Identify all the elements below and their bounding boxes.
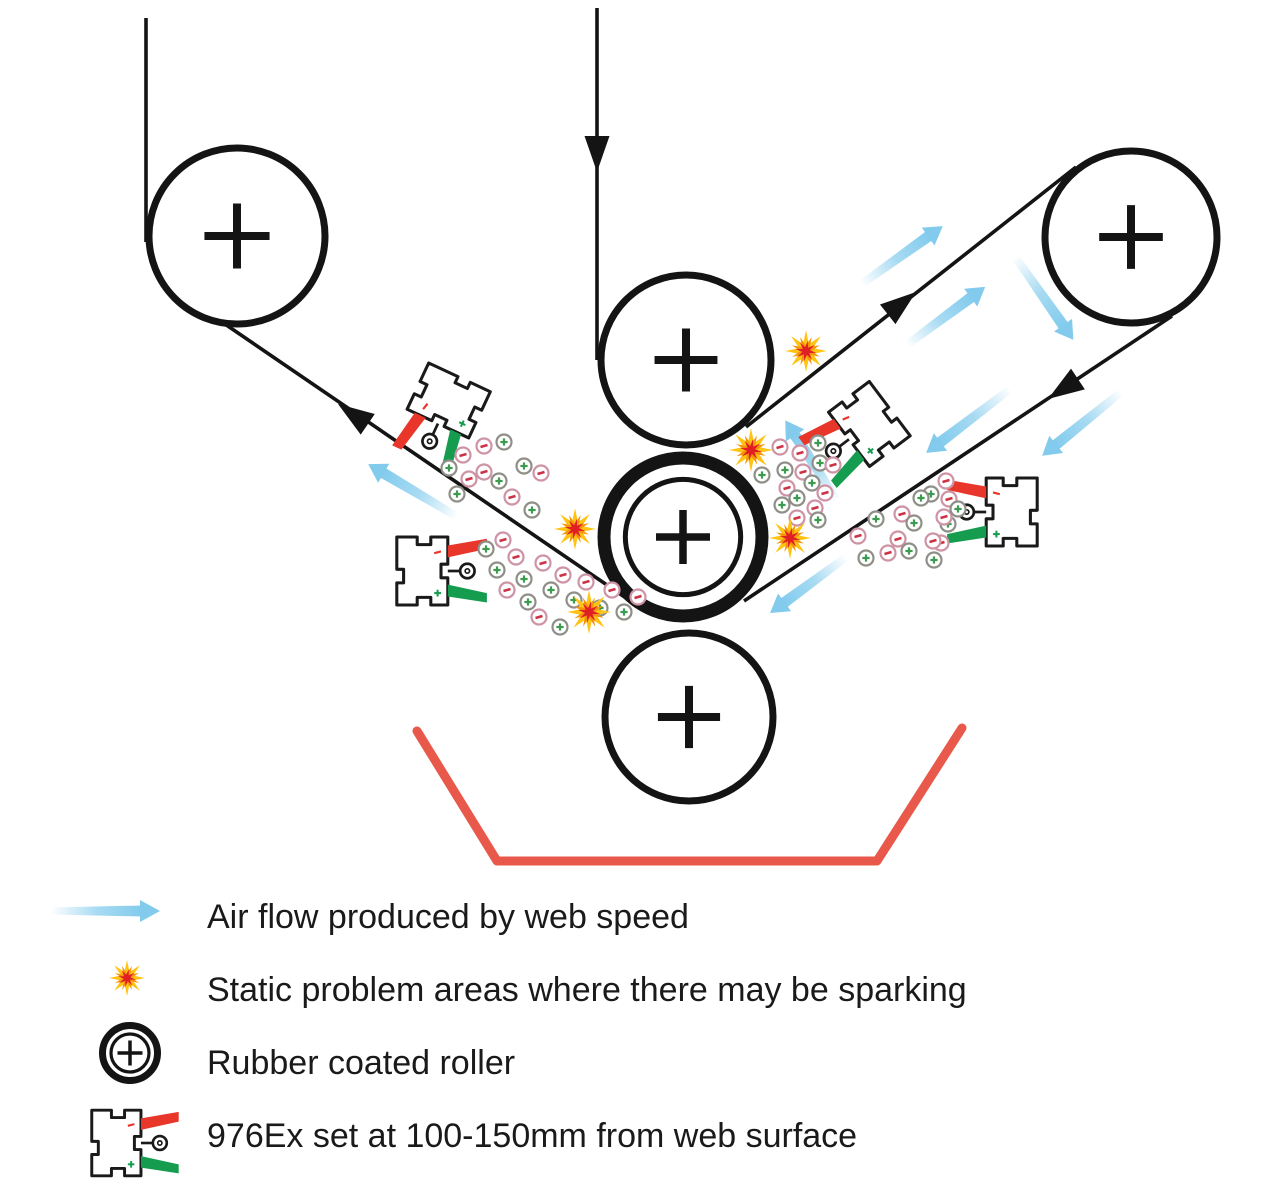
roller <box>601 629 777 805</box>
air-flow-arrow <box>1012 255 1074 340</box>
air-flow-arrow <box>926 386 1012 453</box>
legend-label-spark: Static problem areas where there may be … <box>207 970 967 1009</box>
rubber-coated-roller <box>597 451 769 623</box>
air-flow-arrow <box>1042 389 1123 456</box>
legend-label-airflow: Air flow produced by web speed <box>207 897 689 936</box>
legend-row-roller: Rubber coated roller <box>207 1041 515 1085</box>
976ex-static-eliminator <box>389 361 492 475</box>
spark-symbol <box>729 428 773 472</box>
legend-row-spark: Static problem areas where there may be … <box>207 968 967 1012</box>
legend-row-device: 976Ex set at 100-150mm from web surface <box>207 1114 857 1158</box>
air-flow-arrow <box>860 226 943 287</box>
legend-label-roller: Rubber coated roller <box>207 1043 516 1082</box>
spark-symbol <box>769 517 811 559</box>
legend-label-device: 976Ex set at 100-150mm from web surface <box>207 1116 858 1155</box>
spark-symbol <box>554 508 596 550</box>
976ex-device-icon <box>90 1108 181 1178</box>
976ex-static-eliminator <box>395 535 489 607</box>
web-direction-arrowheads <box>338 136 1085 435</box>
air-flow-arrows <box>368 226 1123 614</box>
rubber-roller-icon <box>99 1022 161 1084</box>
spark-icon <box>108 959 146 997</box>
air-flow-arrow <box>368 463 459 520</box>
rollers <box>145 144 1221 805</box>
legend-row-airflow: Air flow produced by web speed <box>207 895 689 939</box>
air-flow-arrow-icon <box>52 900 160 922</box>
roller <box>1041 147 1221 327</box>
web-press-diagram <box>144 8 1221 866</box>
spark-symbol <box>567 590 611 634</box>
spark-symbol <box>785 330 827 372</box>
air-flow-arrow <box>770 554 848 614</box>
air-flow-arrow <box>905 286 986 348</box>
roller <box>145 144 329 328</box>
catch-tray <box>412 723 967 866</box>
roller <box>597 271 775 449</box>
web-path-lines <box>144 8 1173 603</box>
